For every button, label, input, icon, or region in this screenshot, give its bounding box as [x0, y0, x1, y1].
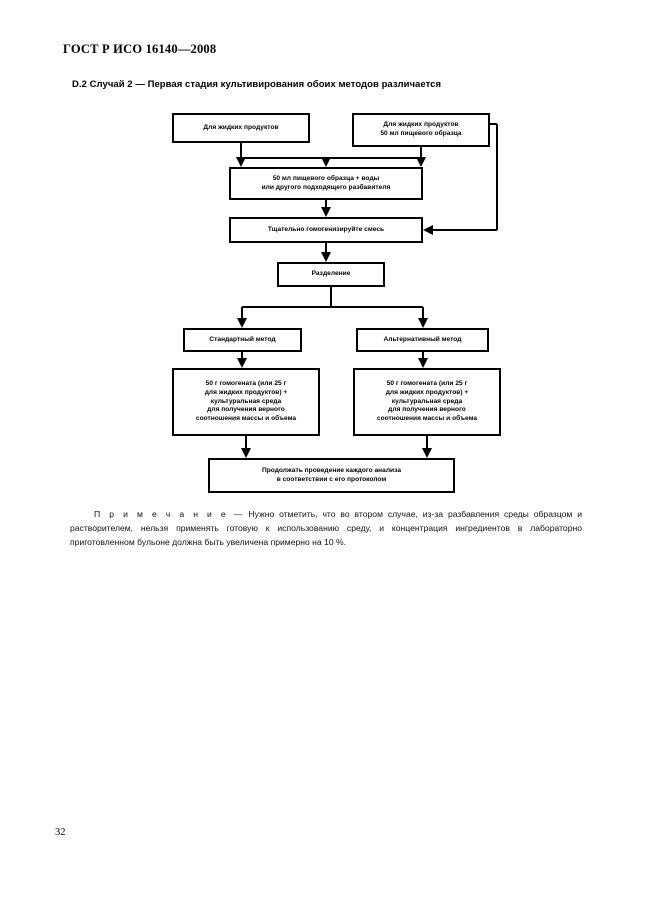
flow-box-alternative-detail-line-4: для получения верного — [388, 406, 466, 414]
note-label: П р и м е ч а н и е — [94, 509, 228, 519]
flow-box-homogenize-line-1: Тщательно гомогенизируйте смесь — [267, 225, 385, 233]
flow-box-alternative-method-line-1: Альтернативный метод — [383, 335, 462, 343]
flow-box-liquid-products-line-1: Для жидких продуктов — [383, 121, 459, 129]
flow-box-liquid-products: Для жидких продуктов 50 мл пищевого обра… — [352, 113, 490, 147]
flow-box-separation-line-1: Разделение — [311, 270, 351, 278]
flow-box-standard-detail-line-5: соотношения массы и объема — [195, 415, 297, 423]
flow-box-alternative-method: Альтернативный метод — [356, 328, 489, 352]
flowchart-diagram: Для жидких продуктов Для жидких продукто… — [172, 113, 501, 493]
flow-box-homogenize: Тщательно гомогенизируйте смесь — [229, 217, 423, 243]
flow-box-standard-detail-line-3: культуральная среда — [210, 397, 282, 405]
flow-box-alternative-detail-line-3: культуральная среда — [391, 397, 463, 405]
section-title: D.2 Случай 2 — Первая стадия культивиров… — [72, 79, 442, 90]
flow-box-liquid-products-line-2: 50 мл пищевого образца — [380, 130, 462, 137]
flow-box-alternative-detail-line-2: для жидких продуктов) + — [385, 388, 469, 396]
flow-box-continue-analysis: Продолжать проведение каждого анализа в … — [208, 458, 455, 493]
flow-box-solid-products-line-1: Для жидких продуктов — [203, 123, 279, 131]
flow-box-alternative-detail-line-1: 50 г гомогената (или 25 г — [386, 380, 468, 388]
note-paragraph: П р и м е ч а н и е —Нужно отметить, что … — [70, 508, 582, 550]
flow-box-dilution: 50 мл пищевого образца + воды или другог… — [229, 167, 423, 200]
note-text: Нужно отметить, что во втором случае, из… — [70, 509, 583, 547]
flow-box-standard-detail-line-1: 50 г гомогената (или 25 г — [205, 380, 287, 388]
flow-box-standard-detail-line-2: для жидких продуктов) + — [204, 388, 288, 396]
flow-box-continue-analysis-line-2: в соответствии с его протоколом — [276, 475, 387, 483]
flow-box-separation: Разделение — [277, 262, 385, 287]
standard-header: ГОСТ Р ИСО 16140—2008 — [63, 42, 217, 56]
flow-box-alternative-detail: 50 г гомогената (или 25 г для жидких про… — [353, 368, 501, 436]
flow-box-alternative-detail-line-5: соотношения массы и объема — [376, 415, 478, 423]
flow-box-standard-method-line-1: Стандартный метод — [209, 335, 276, 343]
flow-box-solid-products: Для жидких продуктов — [172, 113, 310, 143]
flow-box-dilution-line-2: или другого подходящего разбавителя — [261, 183, 391, 191]
flow-box-standard-detail: 50 г гомогената (или 25 г для жидких про… — [172, 368, 320, 436]
page-number: 32 — [55, 827, 66, 838]
flow-box-continue-analysis-line-1: Продолжать проведение каждого анализа — [261, 466, 402, 474]
note-dash: — — [233, 509, 243, 519]
flowchart-connectors — [236, 123, 498, 458]
flow-box-standard-method: Стандартный метод — [183, 328, 302, 352]
flow-box-dilution-line-1: 50 мл пищевого образца + воды — [272, 174, 380, 182]
flow-box-standard-detail-line-4: для получения верного — [207, 406, 285, 414]
